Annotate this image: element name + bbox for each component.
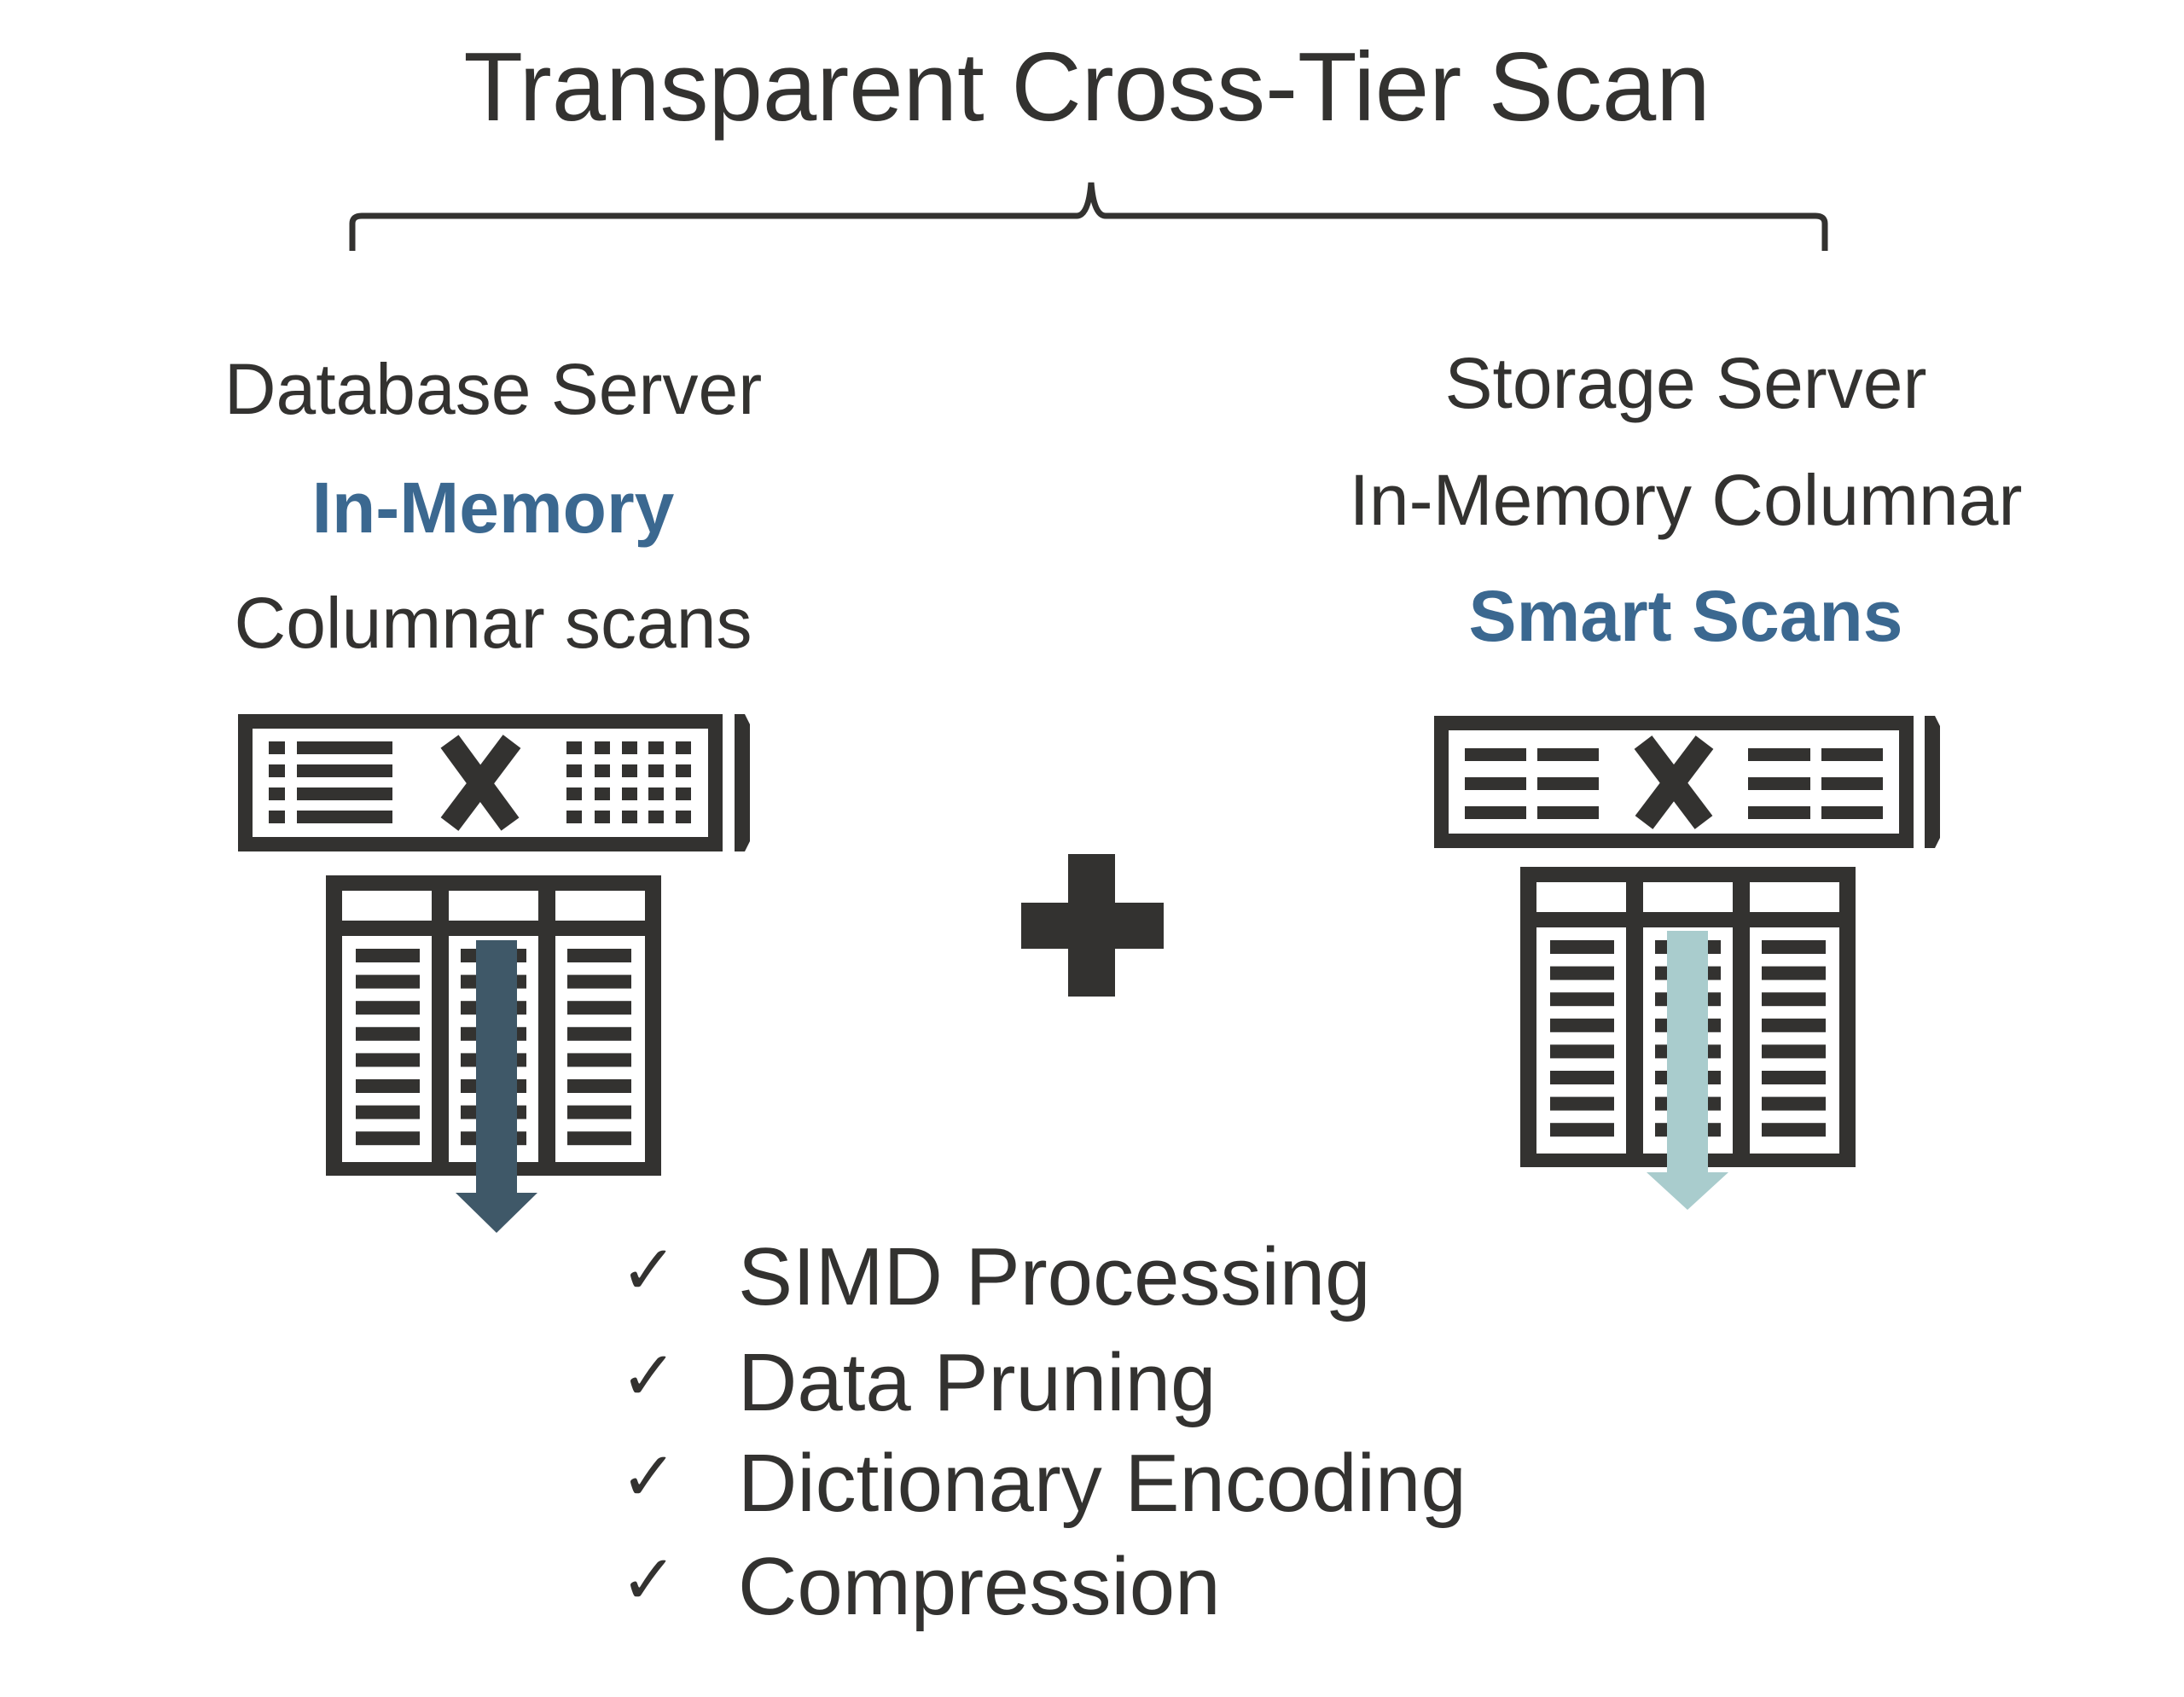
table-row-bar xyxy=(1550,1044,1614,1059)
table-row-bar xyxy=(1550,1071,1614,1084)
table-row-bar xyxy=(567,949,631,962)
table-row-bar xyxy=(356,1001,420,1015)
table-row-bar xyxy=(356,974,420,989)
table-row-bar xyxy=(1550,1096,1614,1111)
checkmark-icon: ✓ xyxy=(620,1232,678,1308)
table-row-bar xyxy=(1762,940,1826,954)
table-row-bar xyxy=(567,1026,631,1041)
table-row-bar xyxy=(356,1053,420,1067)
table-row-bar xyxy=(1762,1071,1826,1084)
feature-label: Compression xyxy=(738,1541,1221,1632)
diagram-title: Transparent Cross-Tier Scan xyxy=(463,33,1711,142)
table-row-bar xyxy=(1550,1123,1614,1137)
table-row-bar xyxy=(1762,1123,1826,1137)
table-row-bar xyxy=(356,1105,420,1119)
right-label-in-memory-columnar: In-Memory Columnar xyxy=(1349,460,2023,540)
right-label-smart-scans: Smart Scans xyxy=(1468,576,1903,656)
checkmark-icon: ✓ xyxy=(620,1542,678,1618)
table-row-bar xyxy=(356,1079,420,1093)
x-icon xyxy=(1634,735,1714,829)
table-row-bar xyxy=(567,1105,631,1119)
table-row-bar xyxy=(567,1001,631,1015)
table-row-bar xyxy=(1762,992,1826,1007)
x-icon xyxy=(440,735,521,831)
table-row-bar xyxy=(1762,1096,1826,1111)
table-row-bar xyxy=(1762,966,1826,980)
left-label-columnar-scans: Columnar scans xyxy=(234,583,752,663)
left-label-in-memory: In-Memory xyxy=(311,468,675,548)
table-row-bar xyxy=(1550,1018,1614,1032)
table-row-bar xyxy=(1550,940,1614,954)
table-row-bar xyxy=(1762,1018,1826,1032)
feature-label: SIMD Processing xyxy=(738,1231,1371,1322)
scan-arrow-icon xyxy=(1647,931,1728,1210)
table-row-bar xyxy=(1550,966,1614,980)
plus-icon xyxy=(1021,854,1164,997)
table-row-bar xyxy=(567,1079,631,1093)
brace-icon xyxy=(349,182,1828,251)
table-row-bar xyxy=(356,949,420,962)
table-row-bar xyxy=(1550,992,1614,1007)
table-row-bar xyxy=(356,1026,420,1041)
table-row-bar xyxy=(356,1131,420,1146)
checkmark-icon: ✓ xyxy=(620,1438,678,1514)
feature-label: Data Pruning xyxy=(738,1337,1217,1428)
table-row-bar xyxy=(567,1131,631,1146)
scan-arrow-icon xyxy=(456,940,537,1233)
left-label-database-server: Database Server xyxy=(224,349,763,429)
table-row-bar xyxy=(567,1053,631,1067)
table-row-bar xyxy=(567,974,631,989)
storage-server-icon xyxy=(1434,716,1940,848)
database-server-icon xyxy=(238,714,750,851)
feature-label: Dictionary Encoding xyxy=(738,1438,1467,1529)
checkmark-icon: ✓ xyxy=(620,1338,678,1414)
right-label-storage-server: Storage Server xyxy=(1444,343,1927,423)
table-row-bar xyxy=(1762,1044,1826,1059)
